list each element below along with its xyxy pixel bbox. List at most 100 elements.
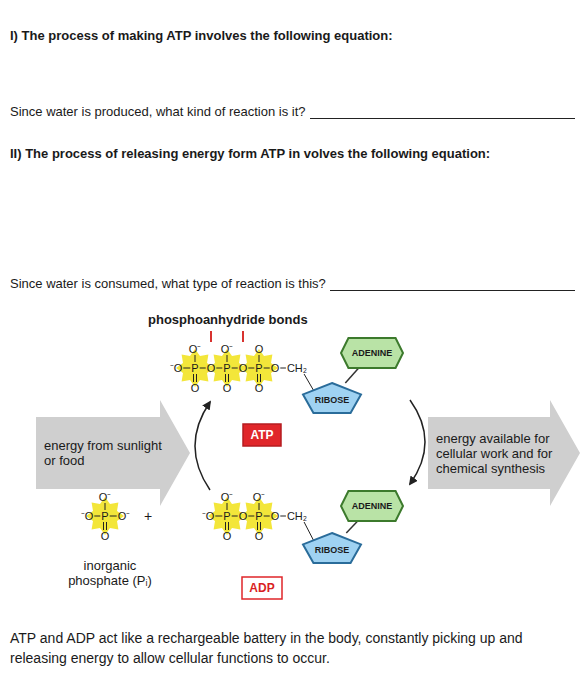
atom-symbol: P <box>223 510 230 522</box>
atom-symbol: P <box>101 510 108 522</box>
single-bond <box>227 503 228 510</box>
atom-symbol: O <box>239 510 248 522</box>
atom-symbol: O⁻ <box>189 343 202 355</box>
ribose-outline <box>303 383 361 413</box>
single-bond <box>227 355 228 362</box>
atom-symbol: O <box>101 530 110 542</box>
arrow-body <box>36 400 190 506</box>
atom-symbol: ⁻O <box>81 510 94 522</box>
annotation: phosphoanhydride bonds <box>148 312 308 328</box>
atom-symbol: O <box>223 530 232 542</box>
atom-symbol: O⁻ <box>221 491 234 503</box>
plus-sign: + <box>144 509 152 523</box>
single-bond <box>110 516 117 517</box>
ribose-pentagon: RIBOSE <box>303 533 361 563</box>
atom-symbol: O <box>191 382 200 394</box>
double-bond <box>257 374 258 382</box>
single-bond <box>264 516 270 517</box>
adp-label-box: ADP <box>242 577 282 599</box>
double-bond <box>225 374 226 382</box>
atom-symbol: P <box>255 362 262 374</box>
double-bond <box>228 522 229 530</box>
single-bond <box>216 368 222 369</box>
single-bond <box>280 368 286 369</box>
atom-symbol: CH₂ <box>287 510 307 522</box>
atom-symbol: O⁻ <box>99 491 112 503</box>
atom-symbol: O⁻ <box>118 510 131 522</box>
node-label: ATP <box>250 428 273 442</box>
node-label: ADP <box>249 581 274 595</box>
energy-output-arrow: energy available for cellular work and f… <box>428 400 580 506</box>
sugar-bond <box>304 522 313 540</box>
atp-label-box: ATP <box>243 424 281 446</box>
atom-symbol: P <box>223 362 230 374</box>
single-bond <box>232 516 238 517</box>
single-bond <box>280 516 286 517</box>
atom-symbol: O⁻ <box>221 343 234 355</box>
atp-box <box>243 424 281 446</box>
adp-box <box>242 577 282 599</box>
synthesis-arc <box>195 402 210 490</box>
double-bond <box>228 374 229 382</box>
adenine-hexagon: ADENINE <box>341 491 403 521</box>
node-label: RIBOSE <box>315 395 350 406</box>
atom-symbol: O⁻ <box>253 491 266 503</box>
glycosidic-bond <box>346 521 357 533</box>
single-bond <box>232 368 238 369</box>
atom-symbol: ⁻O <box>202 510 215 522</box>
hydrolysis-arc <box>410 400 425 484</box>
single-bond <box>195 355 196 362</box>
single-bond <box>248 516 254 517</box>
bond-marker <box>210 331 212 342</box>
double-bond <box>225 522 226 530</box>
double-bond <box>106 522 107 530</box>
atom-symbol: O <box>255 343 264 355</box>
atom-symbol: O <box>271 362 280 374</box>
double-bond <box>257 522 258 530</box>
ribose-outline <box>303 533 361 563</box>
atom-symbol: O <box>255 382 264 394</box>
bond-marker <box>242 331 244 342</box>
single-bond <box>259 355 260 362</box>
atom-symbol: P <box>191 362 198 374</box>
arrow-label: energy available for cellular work and f… <box>436 431 553 476</box>
sugar-bond <box>304 374 313 390</box>
arrow-label: energy from sunlight or food <box>44 438 163 468</box>
single-bond <box>105 503 106 510</box>
atom-symbol: O <box>207 362 216 374</box>
question-heading: I) The process of making ATP involves th… <box>10 28 575 44</box>
question-text: Since water is produced, what kind of re… <box>10 104 306 120</box>
atom-symbol: CH₂ <box>287 362 307 374</box>
adenine-hexagon: ADENINE <box>341 338 403 368</box>
single-bond <box>200 368 206 369</box>
arrow-body <box>428 400 580 506</box>
single-bond <box>259 503 260 510</box>
single-bond <box>183 368 190 369</box>
adenine-outline <box>341 338 403 368</box>
atom-symbol: ⁻O <box>170 362 183 374</box>
annotation: inorganic phosphate (Pᵢ) <box>55 558 165 588</box>
glycosidic-bond <box>345 368 358 383</box>
single-bond <box>248 368 254 369</box>
single-bond <box>94 516 100 517</box>
energy-input-arrow: energy from sunlight or food <box>36 400 190 506</box>
atom-symbol: O <box>223 382 232 394</box>
ribose-pentagon: RIBOSE <box>303 383 361 413</box>
atom-symbol: P <box>255 510 262 522</box>
node-label: ADENINE <box>352 348 393 359</box>
double-bond <box>260 522 261 530</box>
double-bond <box>103 522 104 530</box>
question-text: Since water is consumed, what type of re… <box>10 276 326 292</box>
single-bond <box>215 516 222 517</box>
single-bond <box>264 368 270 369</box>
adenine-outline <box>341 491 403 521</box>
caption: ATP and ADP act like a rechargeable batt… <box>10 628 575 668</box>
node-label: RIBOSE <box>315 545 350 556</box>
question-heading: II) The process of releasing energy form… <box>10 146 575 162</box>
answer-line <box>330 290 575 291</box>
answer-line <box>310 118 575 119</box>
atom-symbol: O <box>239 362 248 374</box>
double-bond <box>193 374 194 382</box>
atom-symbol: O <box>255 530 264 542</box>
